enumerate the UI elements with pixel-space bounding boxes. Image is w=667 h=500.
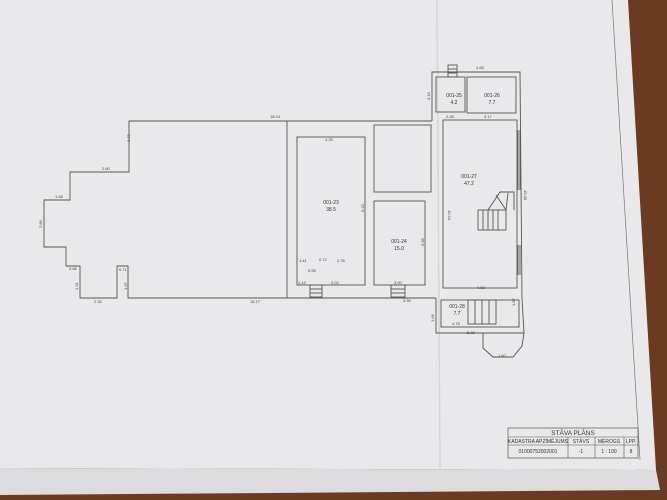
dimension: 1.14	[298, 280, 307, 285]
page-value: 8	[630, 449, 633, 455]
header-cadastre: KADASTRA APZĪMĒJUMS	[508, 438, 569, 445]
room-id: 001-23	[323, 200, 339, 206]
header-page: LPP.	[626, 439, 636, 445]
dimension: 1.41	[299, 258, 308, 263]
room-area: 15.0	[394, 246, 404, 252]
dimension: 1.66	[430, 313, 435, 322]
header-scale: MĒROGS	[598, 438, 621, 445]
dimension: 3.00	[394, 280, 403, 285]
dimension: 2.60	[102, 166, 111, 171]
dimension: 0.88	[69, 266, 78, 271]
dimension: 2.30	[94, 299, 103, 304]
dimension: 0.55	[308, 268, 317, 273]
dimension: 2.28	[446, 114, 455, 119]
paper-sheet	[0, 0, 656, 470]
dimension: 3.02	[331, 280, 340, 285]
room-001-27-outline	[442, 119, 518, 289]
room-id: 001-26	[484, 93, 500, 99]
room-id: 001-25	[446, 93, 462, 99]
dimension: 5.98	[420, 237, 425, 246]
title-block: STĀVA PLĀNS KADASTRA APZĪMĒJUMS STĀVS MĒ…	[507, 427, 639, 459]
dimension: 1.57	[511, 297, 516, 306]
dimension: 4.68	[476, 65, 485, 70]
dimension: 1.60	[498, 353, 507, 358]
dimension: 4.58	[477, 285, 486, 290]
dimension: 1.91	[74, 281, 79, 290]
room-id: 001-27	[461, 174, 477, 180]
windows	[517, 130, 521, 275]
dimension: 0.71	[119, 267, 128, 272]
dimension: 3.17	[484, 114, 493, 119]
dimension: 3.39	[403, 298, 412, 303]
cadastre-value: 01000752002001	[519, 449, 558, 455]
dimension: 18.24	[270, 114, 281, 119]
floor-value: -1	[579, 449, 584, 455]
dimension: 15.48	[523, 190, 528, 201]
room-area: 4.2	[451, 100, 458, 106]
room-001-26-outline	[466, 76, 517, 114]
room-area: 7.7	[489, 100, 496, 106]
dimension: 10.34	[447, 210, 452, 221]
dimension: 2.76	[337, 258, 346, 263]
unlabeled-room-outline	[373, 124, 432, 193]
dimension: 0.72	[319, 257, 328, 262]
room-area: 7.7	[454, 311, 461, 317]
dimension: 4.25	[325, 137, 334, 142]
dimension: 5.20	[360, 203, 365, 212]
title-block-title: STĀVA PLĀNS	[551, 429, 595, 437]
room-001-23-outline	[296, 136, 366, 286]
dimension: 3.19	[426, 91, 431, 100]
dimension: 2.89	[38, 219, 43, 228]
room-id: 001-28	[449, 304, 465, 310]
dimension: 1.58	[55, 194, 64, 199]
dimension: 5.38	[467, 330, 476, 335]
dimension: 1.97	[123, 281, 128, 290]
staircase	[309, 64, 515, 325]
bay-window	[482, 332, 525, 358]
dimension: 3.72	[126, 133, 131, 142]
page-border	[611, 0, 641, 461]
dimension: 4.78	[452, 321, 461, 326]
building-outline	[43, 120, 436, 299]
header-floor: STĀVS	[573, 438, 590, 445]
right-block-outline	[431, 71, 525, 334]
paper-fold	[436, 0, 441, 469]
paper-lower-sheet	[0, 468, 660, 495]
dimension-labels: 18.24 3.72 2.60 1.58 2.89 0.88 1.91 2.30…	[38, 65, 528, 358]
room-id: 001-24	[391, 239, 407, 245]
room-area: 47.2	[464, 181, 474, 187]
dimension: 18.17	[250, 299, 261, 304]
room-area: 38.5	[326, 207, 336, 213]
scale-value: 1 : 100	[601, 449, 617, 455]
